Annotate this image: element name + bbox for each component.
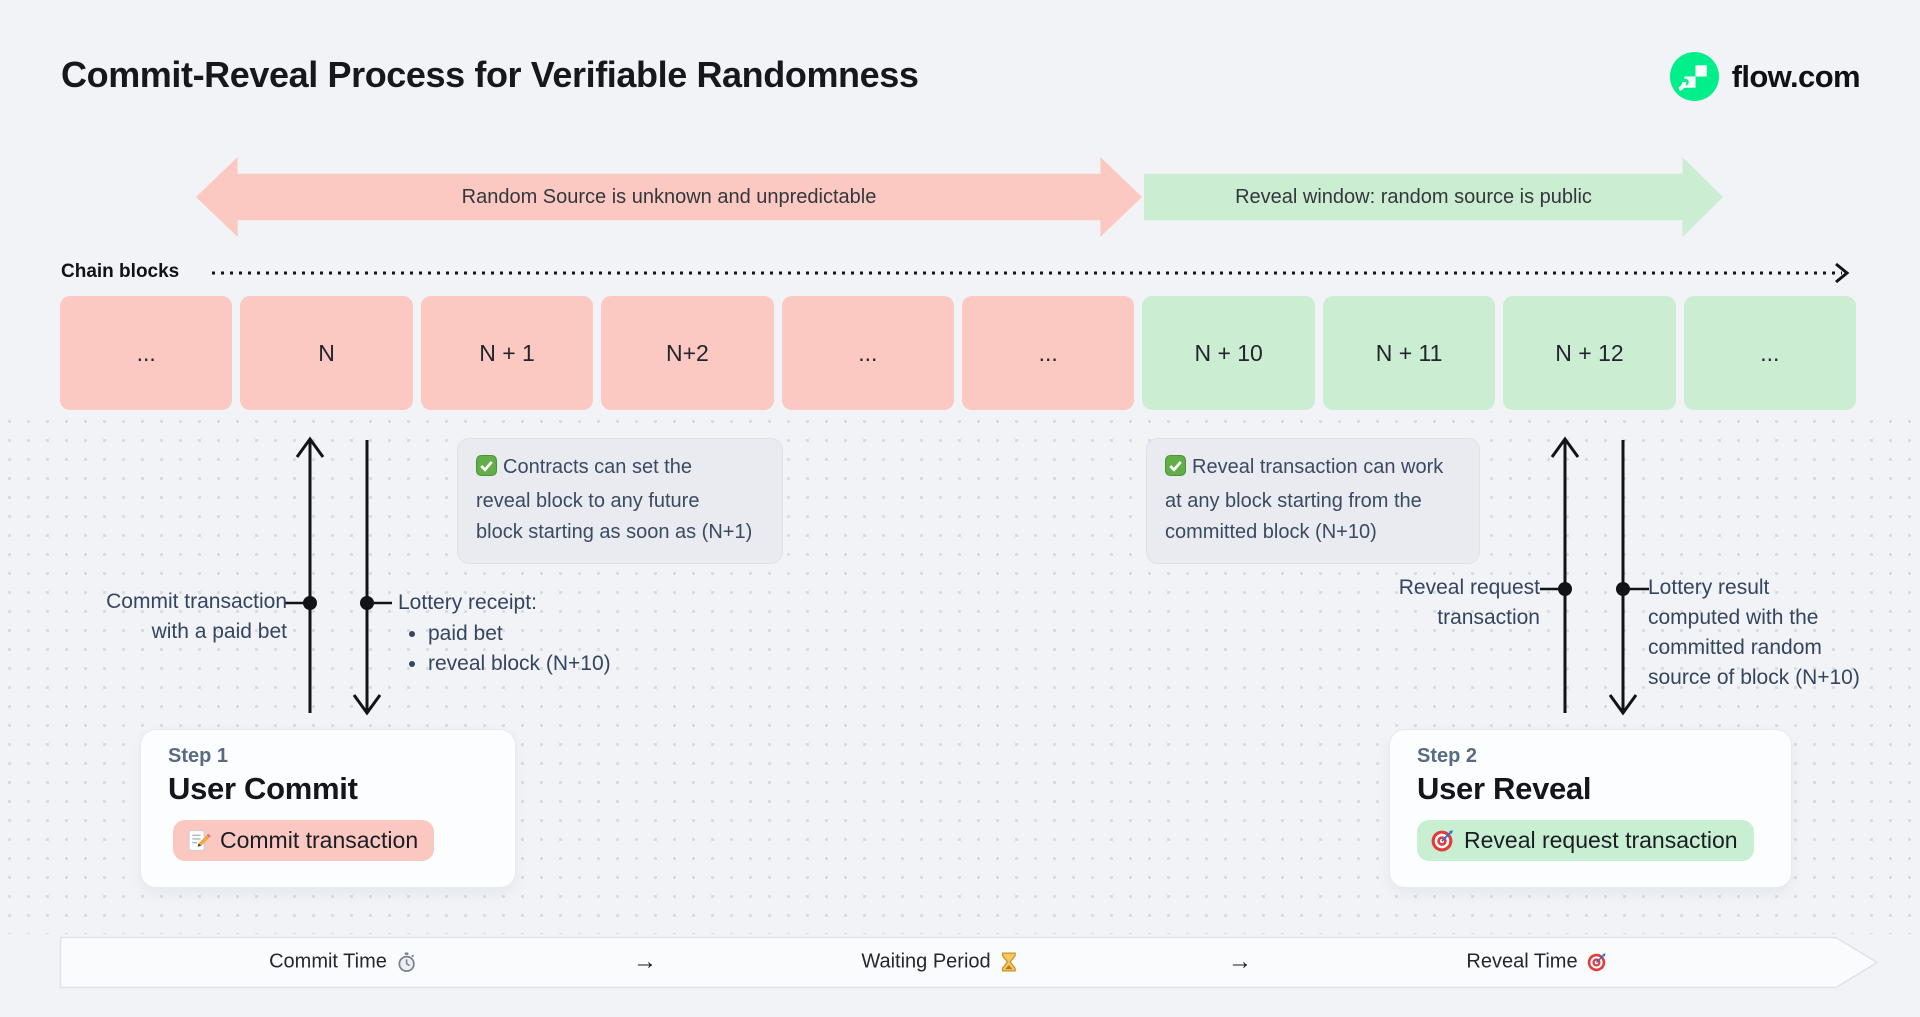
timeline-waiting-period: Waiting Period [861, 951, 1018, 974]
receipt-bullet: paid bet [428, 619, 611, 649]
chain-block: ... [962, 296, 1135, 410]
chain-block: N + 11 [1322, 296, 1496, 410]
brand-text: flow.com [1731, 58, 1861, 94]
commit-phase-band-label: Random Source is unknown and unpredictab… [461, 185, 877, 208]
step-kicker: Step 2 [1417, 745, 1478, 767]
chain-line-arrowhead-icon [1835, 262, 1850, 284]
commit-annotation: Commit transaction with a paid bet [106, 590, 287, 643]
chain-block: ... [60, 296, 233, 410]
reveal-phase-band: Reveal window: random source is public [1144, 157, 1723, 237]
chain-block: N+2 [601, 296, 774, 410]
flow-brand[interactable]: flow.com [1669, 52, 1861, 101]
target-icon [1587, 952, 1608, 973]
chain-block: ... [781, 296, 955, 410]
step-title: User Commit [168, 771, 358, 806]
stopwatch-icon [396, 952, 417, 973]
receipt-bullet: reveal block (N+10) [428, 649, 611, 679]
check-icon [1165, 455, 1186, 486]
chain-blocks-row: ... N N + 1 N+2 ... ... N + 10 N + 11 N … [60, 296, 1857, 410]
flow-logo-icon [1669, 52, 1719, 101]
chain-block: N [240, 296, 413, 410]
memo-icon [186, 828, 211, 853]
lottery-result-annotation: Lottery result computed with the committ… [1648, 576, 1860, 689]
chain-block: N + 12 [1503, 296, 1676, 410]
commit-phase-band: Random Source is unknown and unpredictab… [196, 157, 1142, 237]
timeline-arrow: → [633, 948, 657, 975]
target-icon [1430, 828, 1455, 853]
step-2-card: Step 2 User Reveal Reveal request transa… [1389, 729, 1792, 888]
check-icon [476, 455, 497, 486]
hourglass-icon [1000, 952, 1019, 973]
commit-note: Contracts can set the reveal block to an… [457, 438, 783, 564]
chain-block: ... [1683, 296, 1857, 410]
page-title: Commit-Reveal Process for Verifiable Ran… [61, 54, 919, 95]
timeline-reveal-time: Reveal Time [1466, 951, 1607, 974]
reveal-note: Reveal transaction can work at any block… [1146, 438, 1480, 564]
chain-block: N + 10 [1142, 296, 1315, 410]
reveal-request-badge: Reveal request transaction [1417, 820, 1754, 861]
step-1-card: Step 1 User Commit Commit transaction [140, 729, 516, 888]
commit-transaction-badge: Commit transaction [173, 820, 435, 861]
reveal-phase-band-label: Reveal window: random source is public [1235, 185, 1592, 208]
step-title: User Reveal [1417, 771, 1592, 806]
timeline-arrow: → [1228, 948, 1252, 975]
timeline-commit-time: Commit Time [269, 951, 417, 974]
receipt-annotation: Lottery receipt: paid bet reveal block (… [398, 588, 611, 679]
chain-blocks-label: Chain blocks [61, 261, 180, 282]
step-kicker: Step 1 [168, 745, 229, 767]
reveal-request-annotation: Reveal request transaction [1398, 576, 1540, 629]
chain-block: N + 1 [420, 296, 594, 410]
